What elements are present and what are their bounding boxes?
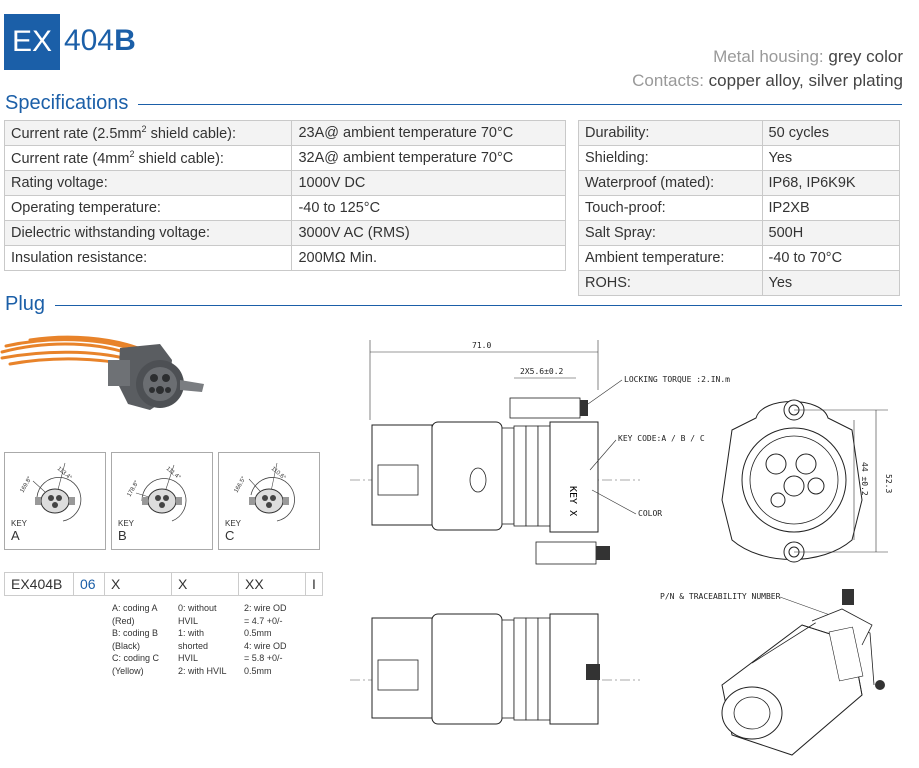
key-a-angle2: 113.4° xyxy=(56,466,73,482)
title-number: 404 xyxy=(64,24,115,57)
spec-label: Durability: xyxy=(578,120,763,146)
table-row: Shielding:Yes xyxy=(578,145,901,171)
key-a-drawing: 169.8° 113.4° xyxy=(20,462,82,522)
spec-value: 23A@ ambient temperature 70°C xyxy=(291,120,566,146)
table-row: Waterproof (mated):IP68, IP6K9K xyxy=(578,170,901,196)
spec-label: Touch-proof: xyxy=(578,195,763,221)
table-row: Dielectric withstanding voltage:3000V AC… xyxy=(3,220,566,246)
table-row: Ambient temperature:-40 to 70°C xyxy=(578,245,901,271)
pn-wire: XX xyxy=(238,572,306,596)
contacts-line: Contacts: copper alloy, silver plating xyxy=(632,71,903,91)
spec-value: Yes xyxy=(761,145,901,171)
spec-label: Waterproof (mated): xyxy=(578,170,763,196)
key-c-drawing: 166.5° 110.6° xyxy=(234,462,295,522)
table-row: Durability:50 cycles xyxy=(578,120,901,146)
spec-value: 32A@ ambient temperature 70°C xyxy=(291,145,566,171)
pn-coding: X xyxy=(104,572,172,596)
housing-label: Metal housing: xyxy=(713,47,829,66)
spec-table-left: Current rate (2.5mm2 shield cable):23A@ … xyxy=(3,120,566,271)
pn-hvil-options: 0: without HVIL 1: with shorted HVIL 2: … xyxy=(178,603,227,676)
plug-rule xyxy=(55,305,902,306)
contacts-label: Contacts: xyxy=(632,71,709,90)
plug-photo xyxy=(0,335,204,410)
table-row: Insulation resistance:200MΩ Min. xyxy=(3,245,566,271)
plug-heading: Plug xyxy=(5,293,46,315)
color-label: COLOR xyxy=(638,509,662,518)
housing-value: grey color xyxy=(828,47,903,66)
dim-523: 52.3 xyxy=(884,474,893,493)
spec-label: Current rate (2.5mm2 shield cable): xyxy=(3,120,293,146)
key-a-angle1: 169.8° xyxy=(20,475,34,494)
dim-2x56: 2X5.6±0.2 xyxy=(520,367,564,376)
spec-value: -40 to 70°C xyxy=(761,245,901,271)
table-row: Touch-proof:IP2XB xyxy=(578,195,901,221)
spec-value: 200MΩ Min. xyxy=(291,245,566,271)
spec-value: 3000V AC (RMS) xyxy=(291,220,566,246)
pn-size: 06 xyxy=(73,572,105,596)
title-model: 404B xyxy=(64,24,136,58)
spec-value: IP2XB xyxy=(761,195,901,221)
spec-value: 50 cycles xyxy=(761,120,901,146)
technical-drawing-iso: P/N & TRACEABILITY NUMBER xyxy=(660,589,885,756)
key-mark: KEY X xyxy=(567,486,578,516)
pn-trace-label: P/N & TRACEABILITY NUMBER xyxy=(660,592,781,601)
spec-label: Insulation resistance: xyxy=(3,245,293,271)
dim-44: 44 ±0.2 xyxy=(860,462,869,496)
technical-drawing-side: 71.0 2X5.6±0.2 LOCKING TORQUE :2.IN.m KE… xyxy=(350,340,730,725)
title-suffix: B xyxy=(114,24,136,57)
key-code-label: KEY CODE:A / B / C xyxy=(618,434,705,443)
spec-table-right: Durability:50 cycles Shielding:Yes Water… xyxy=(578,120,901,296)
spec-label: Salt Spray: xyxy=(578,220,763,246)
technical-drawing-front: 44 ±0.2 52.3 xyxy=(721,399,893,563)
table-row: EX404B 06 X X XX I xyxy=(4,572,323,596)
table-row: Rating voltage:1000V DC xyxy=(3,170,566,196)
title-prefix: EX xyxy=(11,25,53,58)
spec-label: Shielding: xyxy=(578,145,763,171)
spec-label: Ambient temperature: xyxy=(578,245,763,271)
pn-wire-options: 2: wire OD = 4.7 +0/- 0.5mm 4: wire OD =… xyxy=(244,603,287,676)
spec-value: 1000V DC xyxy=(291,170,566,196)
specifications-rule xyxy=(138,104,902,105)
pn-coding-options: A: coding A (Red) B: coding B (Black) C:… xyxy=(112,603,160,676)
table-row: Current rate (4mm2 shield cable):32A@ am… xyxy=(3,145,566,171)
table-row: ROHS:Yes xyxy=(578,270,901,296)
pn-hvil: X xyxy=(171,572,239,596)
table-row: Current rate (2.5mm2 shield cable):23A@ … xyxy=(3,120,566,146)
specifications-heading: Specifications xyxy=(5,92,129,114)
contacts-value: copper alloy, silver plating xyxy=(708,71,903,90)
key-b-drawing: 178.8° 111.4° xyxy=(127,464,187,522)
spec-label: Operating temperature: xyxy=(3,195,293,221)
spec-label: Dielectric withstanding voltage: xyxy=(3,220,293,246)
housing-line: Metal housing: grey color xyxy=(713,47,903,67)
spec-label: Rating voltage: xyxy=(3,170,293,196)
spec-value: 500H xyxy=(761,220,901,246)
spec-value: IP68, IP6K9K xyxy=(761,170,901,196)
part-number-table: EX404B 06 X X XX I xyxy=(4,572,323,596)
table-row: Operating temperature:-40 to 125°C xyxy=(3,195,566,221)
locking-torque-label: LOCKING TORQUE :2.IN.m xyxy=(624,375,730,384)
spec-value: Yes xyxy=(761,270,901,296)
pn-suffix: I xyxy=(305,572,323,596)
spec-label: Current rate (4mm2 shield cable): xyxy=(3,145,293,171)
title-prefix-box: EX xyxy=(4,14,60,70)
pn-base: EX404B xyxy=(4,572,74,596)
key-c-angle1: 166.5° xyxy=(234,475,248,494)
spec-label: ROHS: xyxy=(578,270,763,296)
table-row: Salt Spray:500H xyxy=(578,220,901,246)
spec-value: -40 to 125°C xyxy=(291,195,566,221)
key-c-angle2: 110.6° xyxy=(270,466,287,482)
dim-71: 71.0 xyxy=(472,341,491,350)
key-b-angle1: 178.8° xyxy=(127,479,141,498)
